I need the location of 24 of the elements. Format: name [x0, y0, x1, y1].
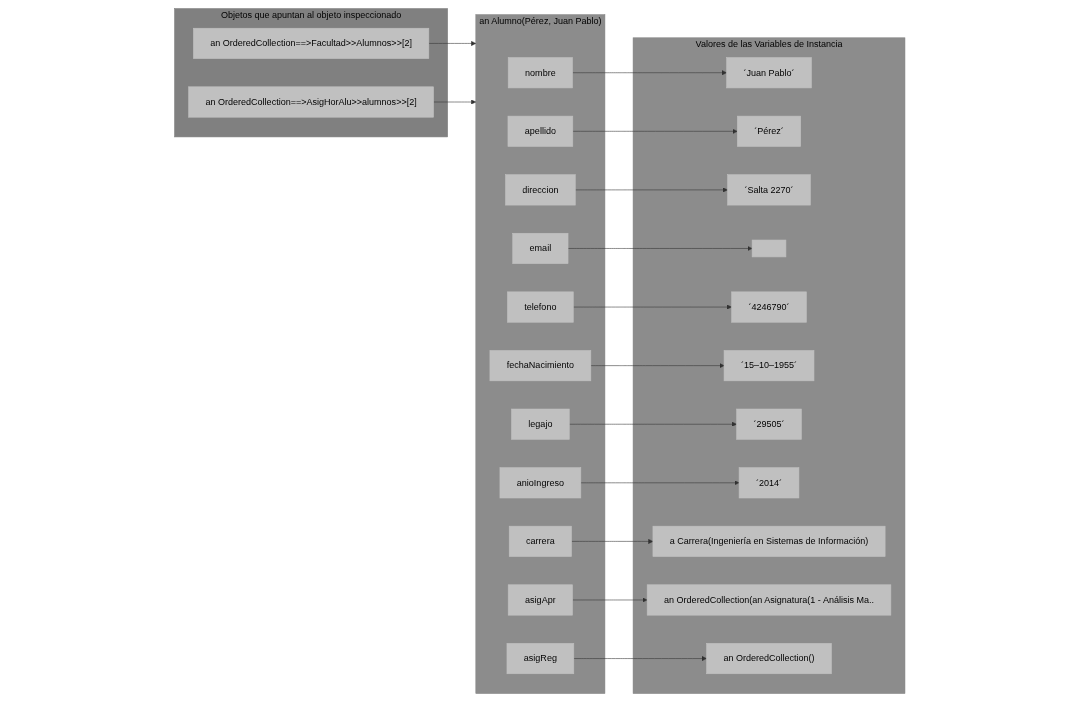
node-box: asigApr [508, 584, 574, 616]
node-box: ´Juan Pablo´ [726, 57, 812, 89]
node-box: fechaNacimiento [489, 350, 592, 382]
node-box: an OrderedCollection==>Facultad>>Alumnos>>[2] [193, 27, 430, 59]
node-box: ´2014´ [739, 467, 800, 499]
node-box: telefono [507, 291, 574, 323]
node-box: an OrderedCollection(an Asignatura(1 - Análisis Ma.. [647, 584, 892, 616]
node-box: ´29505´ [736, 408, 802, 440]
node-box: a Carrera(Ingeniería en Sistemas de Información) [652, 525, 886, 557]
node-box: legajo [511, 408, 570, 440]
node-box: ´15–10–1955´ [724, 350, 815, 382]
node-box: an OrderedCollection==>AsigHorAlu>>alumnos>>[2] [188, 86, 435, 118]
node-box: nombre [508, 57, 574, 89]
node-box [752, 239, 787, 258]
node-box: ´4246790´ [731, 291, 807, 323]
node-box: ´Salta 2270´ [727, 174, 811, 206]
node-box: email [512, 233, 569, 264]
node-box: asigReg [506, 643, 575, 675]
node-box: anioIngreso [499, 467, 582, 499]
node-box: an OrderedCollection() [706, 643, 833, 675]
node-box: apellido [507, 115, 574, 147]
node-box: ´Pérez´ [737, 115, 802, 147]
node-box: direccion [505, 174, 576, 206]
node-box: carrera [509, 525, 573, 557]
